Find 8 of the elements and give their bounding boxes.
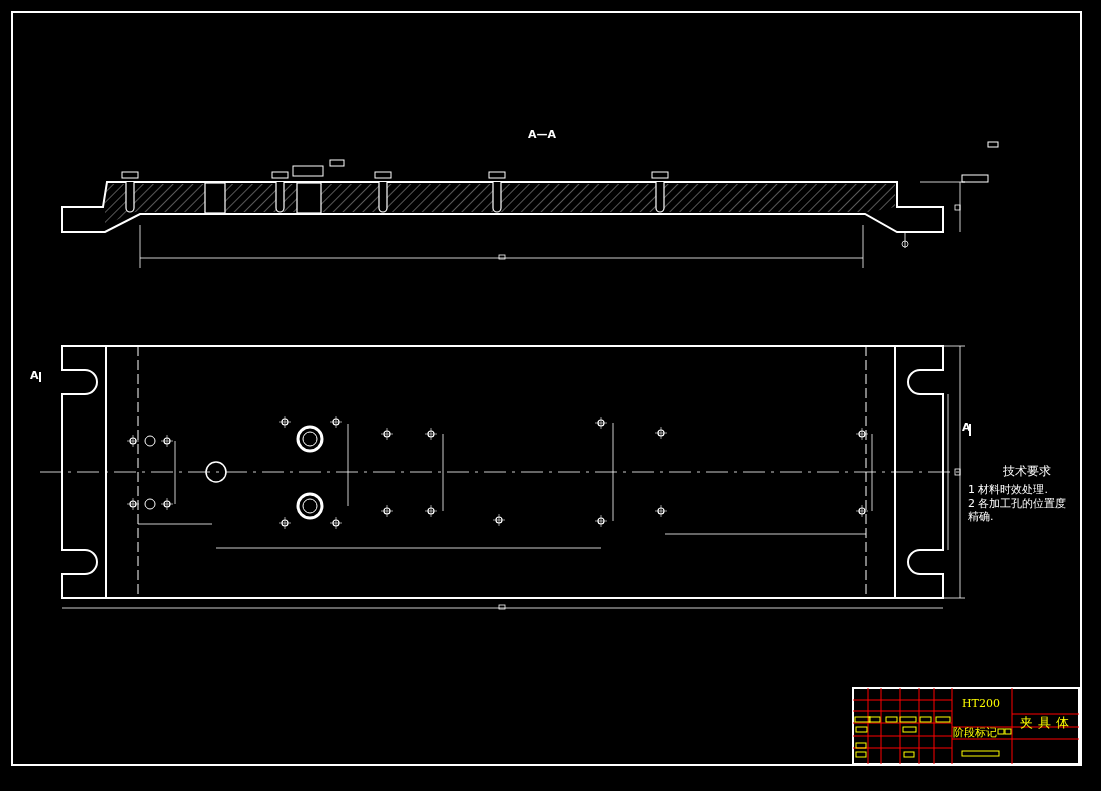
stage-mark-text: 阶段标记 <box>953 727 997 738</box>
requirement-text: 2 各加工孔的位置度精确. <box>968 497 1068 524</box>
part-name-text: 夹具体 <box>1020 716 1074 729</box>
section-label: A—A <box>528 129 557 140</box>
material-text: HT200 <box>962 698 1000 709</box>
requirement-text: 1 材料时效处理. <box>968 483 1049 497</box>
heading: 技术要求 <box>1003 465 1051 477</box>
section-mark: A <box>30 370 39 381</box>
